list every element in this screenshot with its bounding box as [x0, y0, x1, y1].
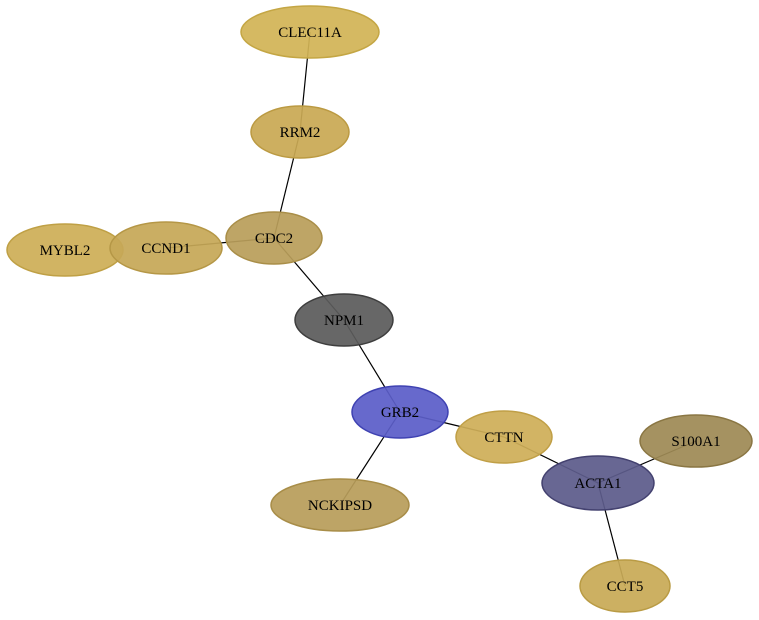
node-ellipse[interactable] [294, 293, 394, 347]
node-ellipse[interactable] [455, 410, 553, 464]
node-label: CCND1 [141, 241, 190, 257]
node-label: ACTA1 [574, 476, 621, 492]
node-label: CCT5 [607, 579, 644, 595]
node-ellipse[interactable] [541, 455, 655, 511]
node-rrm2[interactable]: RRM2 [250, 105, 350, 159]
node-cdc2[interactable]: CDC2 [225, 211, 323, 265]
node-label: S100A1 [671, 434, 720, 450]
node-cttn[interactable]: CTTN [455, 410, 553, 464]
node-s100a1[interactable]: S100A1 [639, 414, 753, 468]
node-ellipse[interactable] [579, 559, 671, 613]
node-ellipse[interactable] [639, 414, 753, 468]
node-nckipsd[interactable]: NCKIPSD [270, 478, 410, 532]
node-ccnd1[interactable]: CCND1 [109, 221, 223, 275]
node-label: CDC2 [255, 231, 293, 247]
node-ellipse[interactable] [109, 221, 223, 275]
node-label: CLEC11A [278, 25, 342, 41]
node-grb2[interactable]: GRB2 [351, 385, 449, 439]
node-label: CTTN [484, 430, 523, 446]
node-acta1[interactable]: ACTA1 [541, 455, 655, 511]
node-ellipse[interactable] [270, 478, 410, 532]
node-clec11a[interactable]: CLEC11A [240, 5, 380, 59]
node-label: MYBL2 [40, 243, 91, 259]
node-label: RRM2 [280, 125, 321, 141]
node-ellipse[interactable] [225, 211, 323, 265]
node-cct5[interactable]: CCT5 [579, 559, 671, 613]
node-mybl2[interactable]: MYBL2 [6, 223, 124, 277]
node-label: NCKIPSD [308, 498, 372, 514]
node-ellipse[interactable] [250, 105, 350, 159]
node-label: GRB2 [381, 405, 419, 421]
node-npm1[interactable]: NPM1 [294, 293, 394, 347]
node-ellipse[interactable] [351, 385, 449, 439]
node-label: NPM1 [324, 313, 364, 329]
node-ellipse[interactable] [240, 5, 380, 59]
